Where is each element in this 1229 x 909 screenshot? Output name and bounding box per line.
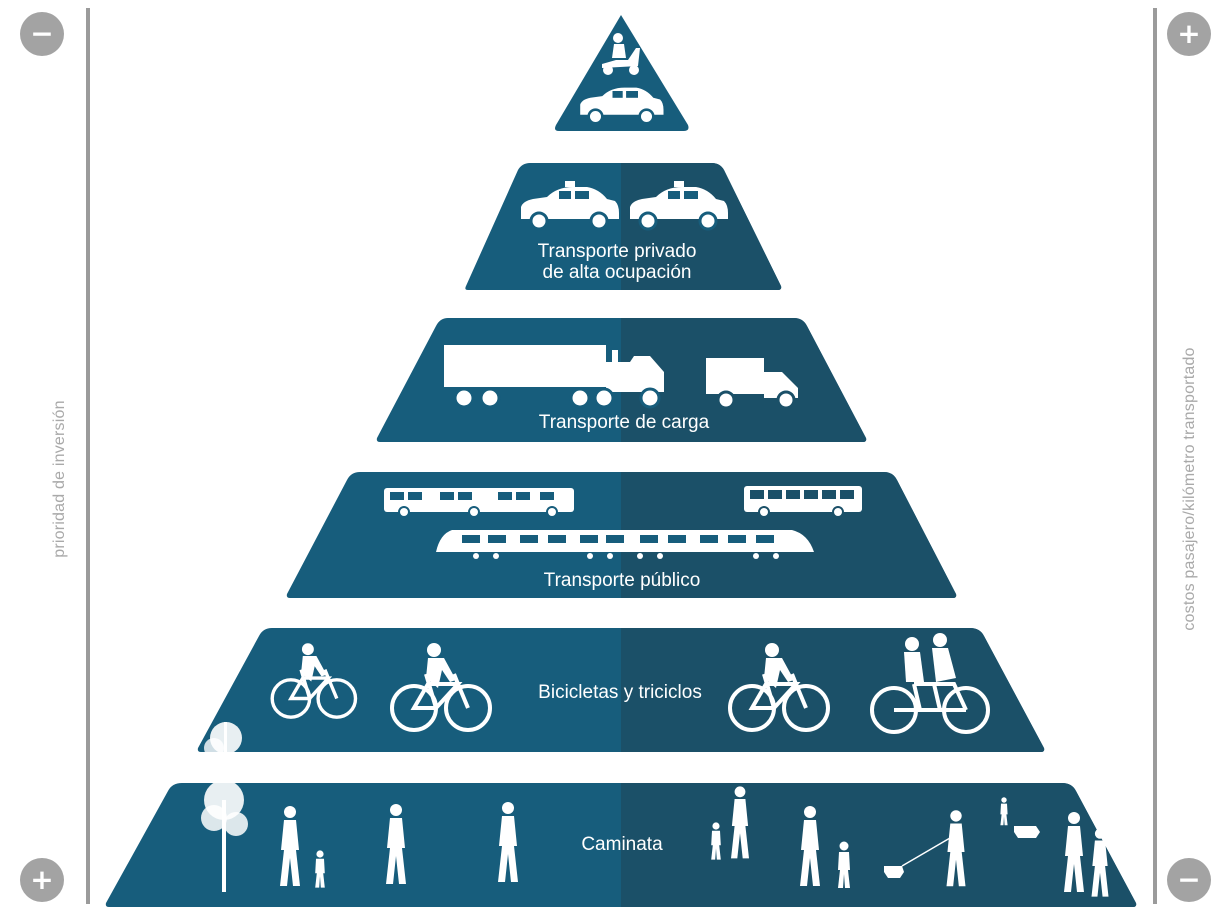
tier-label-private-high-occupancy: Transporte privado de alta ocupación: [538, 241, 697, 283]
tier-label-bicycles: Bicicletas y triciclos: [538, 682, 702, 703]
articulated-bus-icon: [384, 488, 574, 518]
dog-icon: [1014, 826, 1040, 838]
plus-icon: +: [20, 858, 64, 902]
minus-icon: −: [1167, 858, 1211, 902]
scooter-icon: [602, 33, 640, 75]
tier-label-freight: Transporte de carga: [538, 412, 710, 433]
minus-icon: −: [20, 12, 64, 56]
box-truck-icon: [706, 358, 798, 410]
right-axis-line: [1153, 8, 1157, 904]
tree-icon: [201, 722, 248, 892]
tier-label-public-transport: Transporte público: [543, 570, 701, 591]
tier-shapes: [105, 15, 1137, 907]
train-icon: [436, 530, 814, 559]
dog-walker-icon: [884, 810, 966, 887]
bus-icon: [744, 486, 862, 518]
left-axis-line: [86, 8, 90, 904]
tier-label-walking: Caminata: [581, 834, 663, 855]
semi-truck-icon: [444, 345, 664, 409]
tier-label-line: de alta ocupación: [542, 262, 692, 283]
tier-label-line: Transporte privado: [537, 241, 697, 262]
tandem-bicycle-icon: [870, 633, 990, 734]
plus-icon: +: [1167, 12, 1211, 56]
